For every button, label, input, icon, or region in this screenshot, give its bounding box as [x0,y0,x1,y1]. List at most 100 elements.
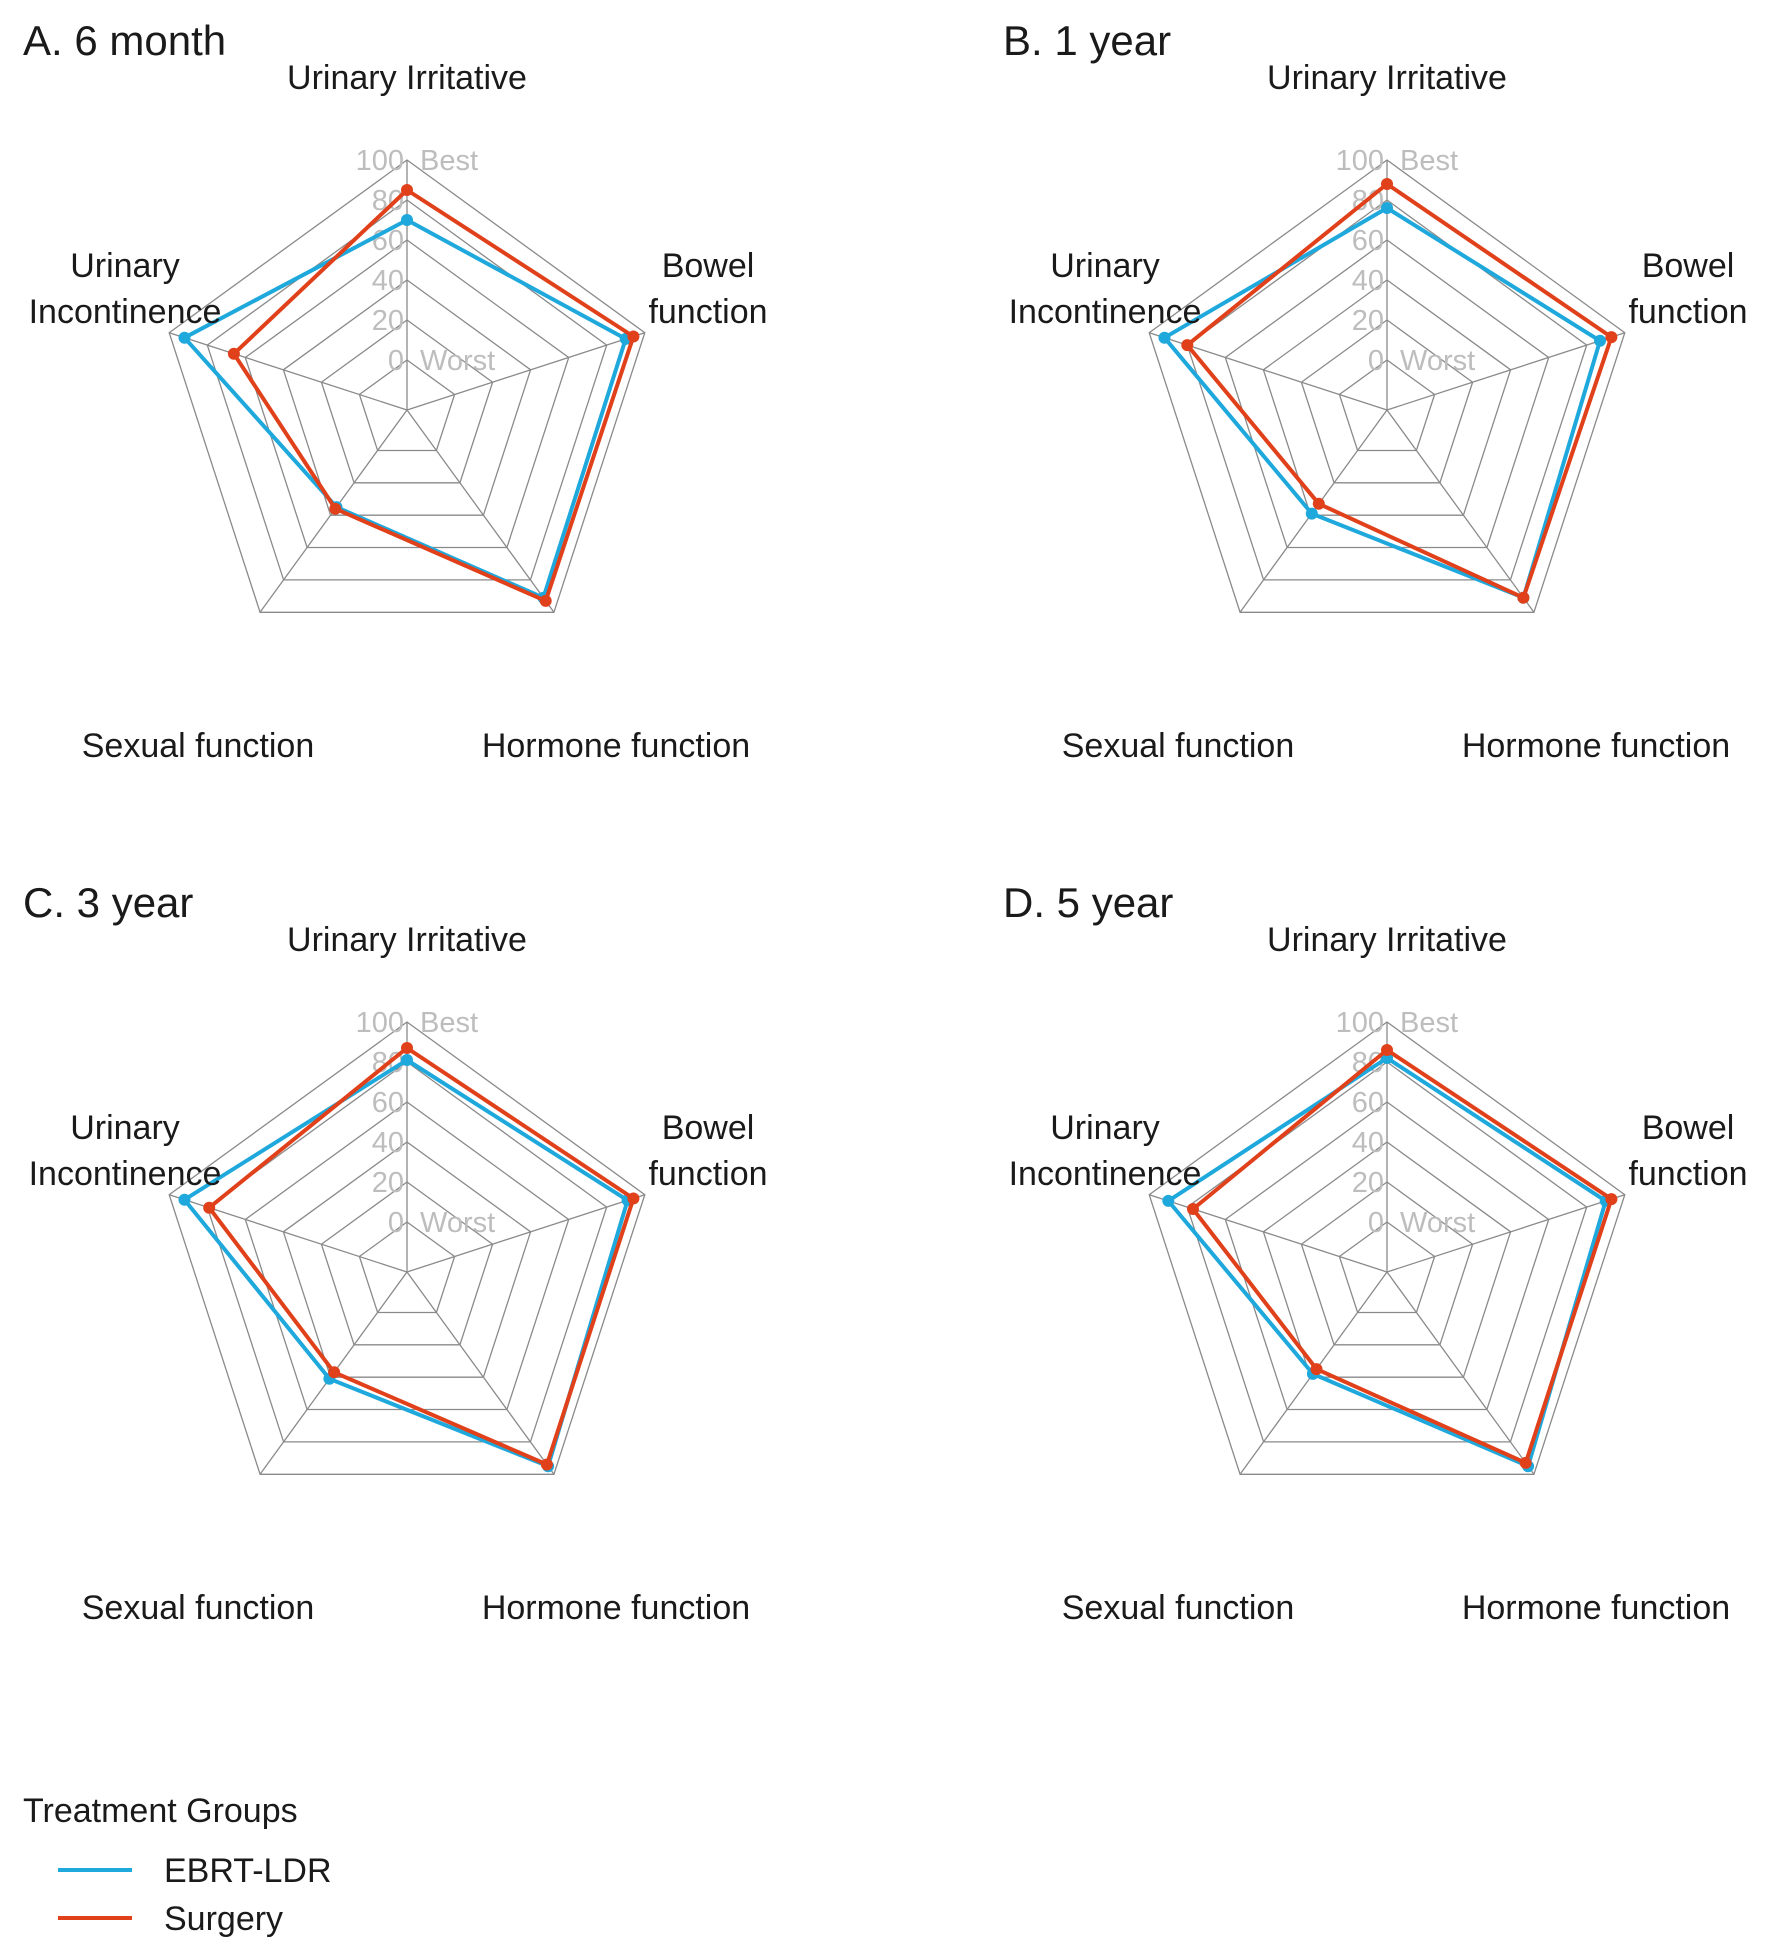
tick-label: 100 [1336,1007,1384,1039]
grid-spoke [169,332,408,411]
tick-label-worst: Worst [420,345,495,377]
grid-spoke [1386,332,1625,411]
grid-ring [282,279,532,516]
series-surgery [1187,1044,1618,1469]
panel-title: C. 3 year [23,879,193,926]
grid-spoke [406,332,645,411]
grid-ring [1186,1061,1588,1443]
grid-spoke [1386,1194,1625,1273]
axis-label-sexual-function: Sexual function [82,1589,315,1627]
radar-grid [1148,159,1626,613]
grid-ring [1338,359,1436,452]
data-point-surgery-bowel-function [1605,331,1618,344]
data-point-ebrt-ldr-urinary-incontinence [178,331,191,344]
series-surgery [227,184,640,607]
data-point-ebrt-ldr-urinary-irritative [401,1054,413,1066]
grid-spoke [406,1194,645,1273]
data-point-surgery-sexual-function [1310,1363,1323,1376]
series-line-ebrt-ldr [1162,206,1602,600]
axis-label-sexual-function: Sexual function [1062,1589,1295,1627]
data-point-surgery-urinary-irritative [401,1042,413,1054]
tick-label: 40 [372,1127,404,1159]
tick-label-worst: Worst [1400,345,1475,377]
grid-ring [282,1141,532,1378]
data-point-surgery-bowel-function [627,1192,640,1205]
tick-label-best: Best [1400,145,1458,177]
series-line-surgery [1191,1048,1614,1465]
axis-label-hormone-function: Hormone function [1462,727,1730,765]
data-point-ebrt-ldr-urinary-incontinence [1162,1194,1175,1207]
grid-ring [320,1181,494,1346]
data-point-surgery-bowel-function [1605,1193,1618,1206]
data-point-surgery-sexual-function [329,502,342,515]
data-point-surgery-hormone-function [1517,591,1530,604]
tick-label: 100 [356,145,404,177]
series-line-ebrt-ldr [182,1058,630,1469]
grid-ring [206,199,608,581]
tick-label: 80 [372,185,404,217]
tick-label: 0 [388,1207,404,1239]
data-point-surgery-urinary-incontinence [1187,1203,1199,1215]
tick-label: 20 [1352,1167,1384,1199]
data-point-surgery-urinary-irritative [401,184,413,196]
tick-label: 20 [1352,305,1384,337]
tick-label: 0 [1368,1207,1384,1239]
tick-label: 40 [1352,265,1384,297]
legend: Treatment Groups EBRT-LDR Surgery [23,1792,332,1938]
series-surgery [203,1042,640,1471]
axis-label-hormone-function: Hormone function [482,727,750,765]
tick-label-best: Best [1400,1007,1458,1039]
tick-label: 40 [372,265,404,297]
panel-title: B. 1 year [1003,17,1171,64]
tick-label-best: Best [420,1007,478,1039]
data-point-surgery-urinary-incontinence [1181,339,1194,352]
grid-ring [1338,1221,1436,1314]
tick-label: 60 [372,1087,404,1119]
data-point-ebrt-ldr-urinary-incontinence [178,1193,191,1206]
series-surgery [1181,178,1618,604]
data-point-surgery-urinary-irritative [1381,178,1393,190]
grid-spoke [1386,409,1535,613]
tick-label: 100 [356,1007,404,1039]
axis-label-urinary-irritative: Urinary Irritative [1267,59,1507,97]
panel-title: D. 5 year [1003,879,1173,926]
legend-label-ebrt-ldr: EBRT-LDR [164,1852,332,1890]
data-point-ebrt-ldr-bowel-function [1594,334,1606,347]
axis-label-sexual-function: Sexual function [1062,727,1295,765]
tick-label-worst: Worst [1400,1207,1475,1239]
grid-ring [1300,1181,1474,1346]
data-point-ebrt-ldr-urinary-irritative [401,214,413,226]
grid-spoke [1149,1194,1388,1273]
tick-label: 20 [372,305,404,337]
grid-ring [1300,319,1474,484]
data-point-surgery-hormone-function [540,1458,553,1471]
data-point-ebrt-ldr-urinary-incontinence [1158,331,1171,344]
data-point-surgery-urinary-incontinence [203,1201,216,1214]
grid-ring [320,319,494,484]
grid-ring [358,1221,456,1314]
axis-label-urinary-irritative: Urinary Irritative [287,59,527,97]
grid-spoke [1386,1271,1535,1475]
grid-ring [1186,199,1588,581]
grid-ring [1262,279,1512,516]
panel-title: A. 6 month [23,17,226,64]
grid-ring [1148,159,1626,613]
axis-label-urinary-irritative: Urinary Irritative [1267,921,1507,959]
axis-label-hormone-function: Hormone function [1462,1589,1730,1627]
legend-label-surgery: Surgery [164,1900,283,1938]
data-point-surgery-urinary-incontinence [227,347,240,360]
grid-ring [358,359,456,452]
series-line-surgery [207,1046,636,1467]
series-line-surgery [1185,182,1614,600]
